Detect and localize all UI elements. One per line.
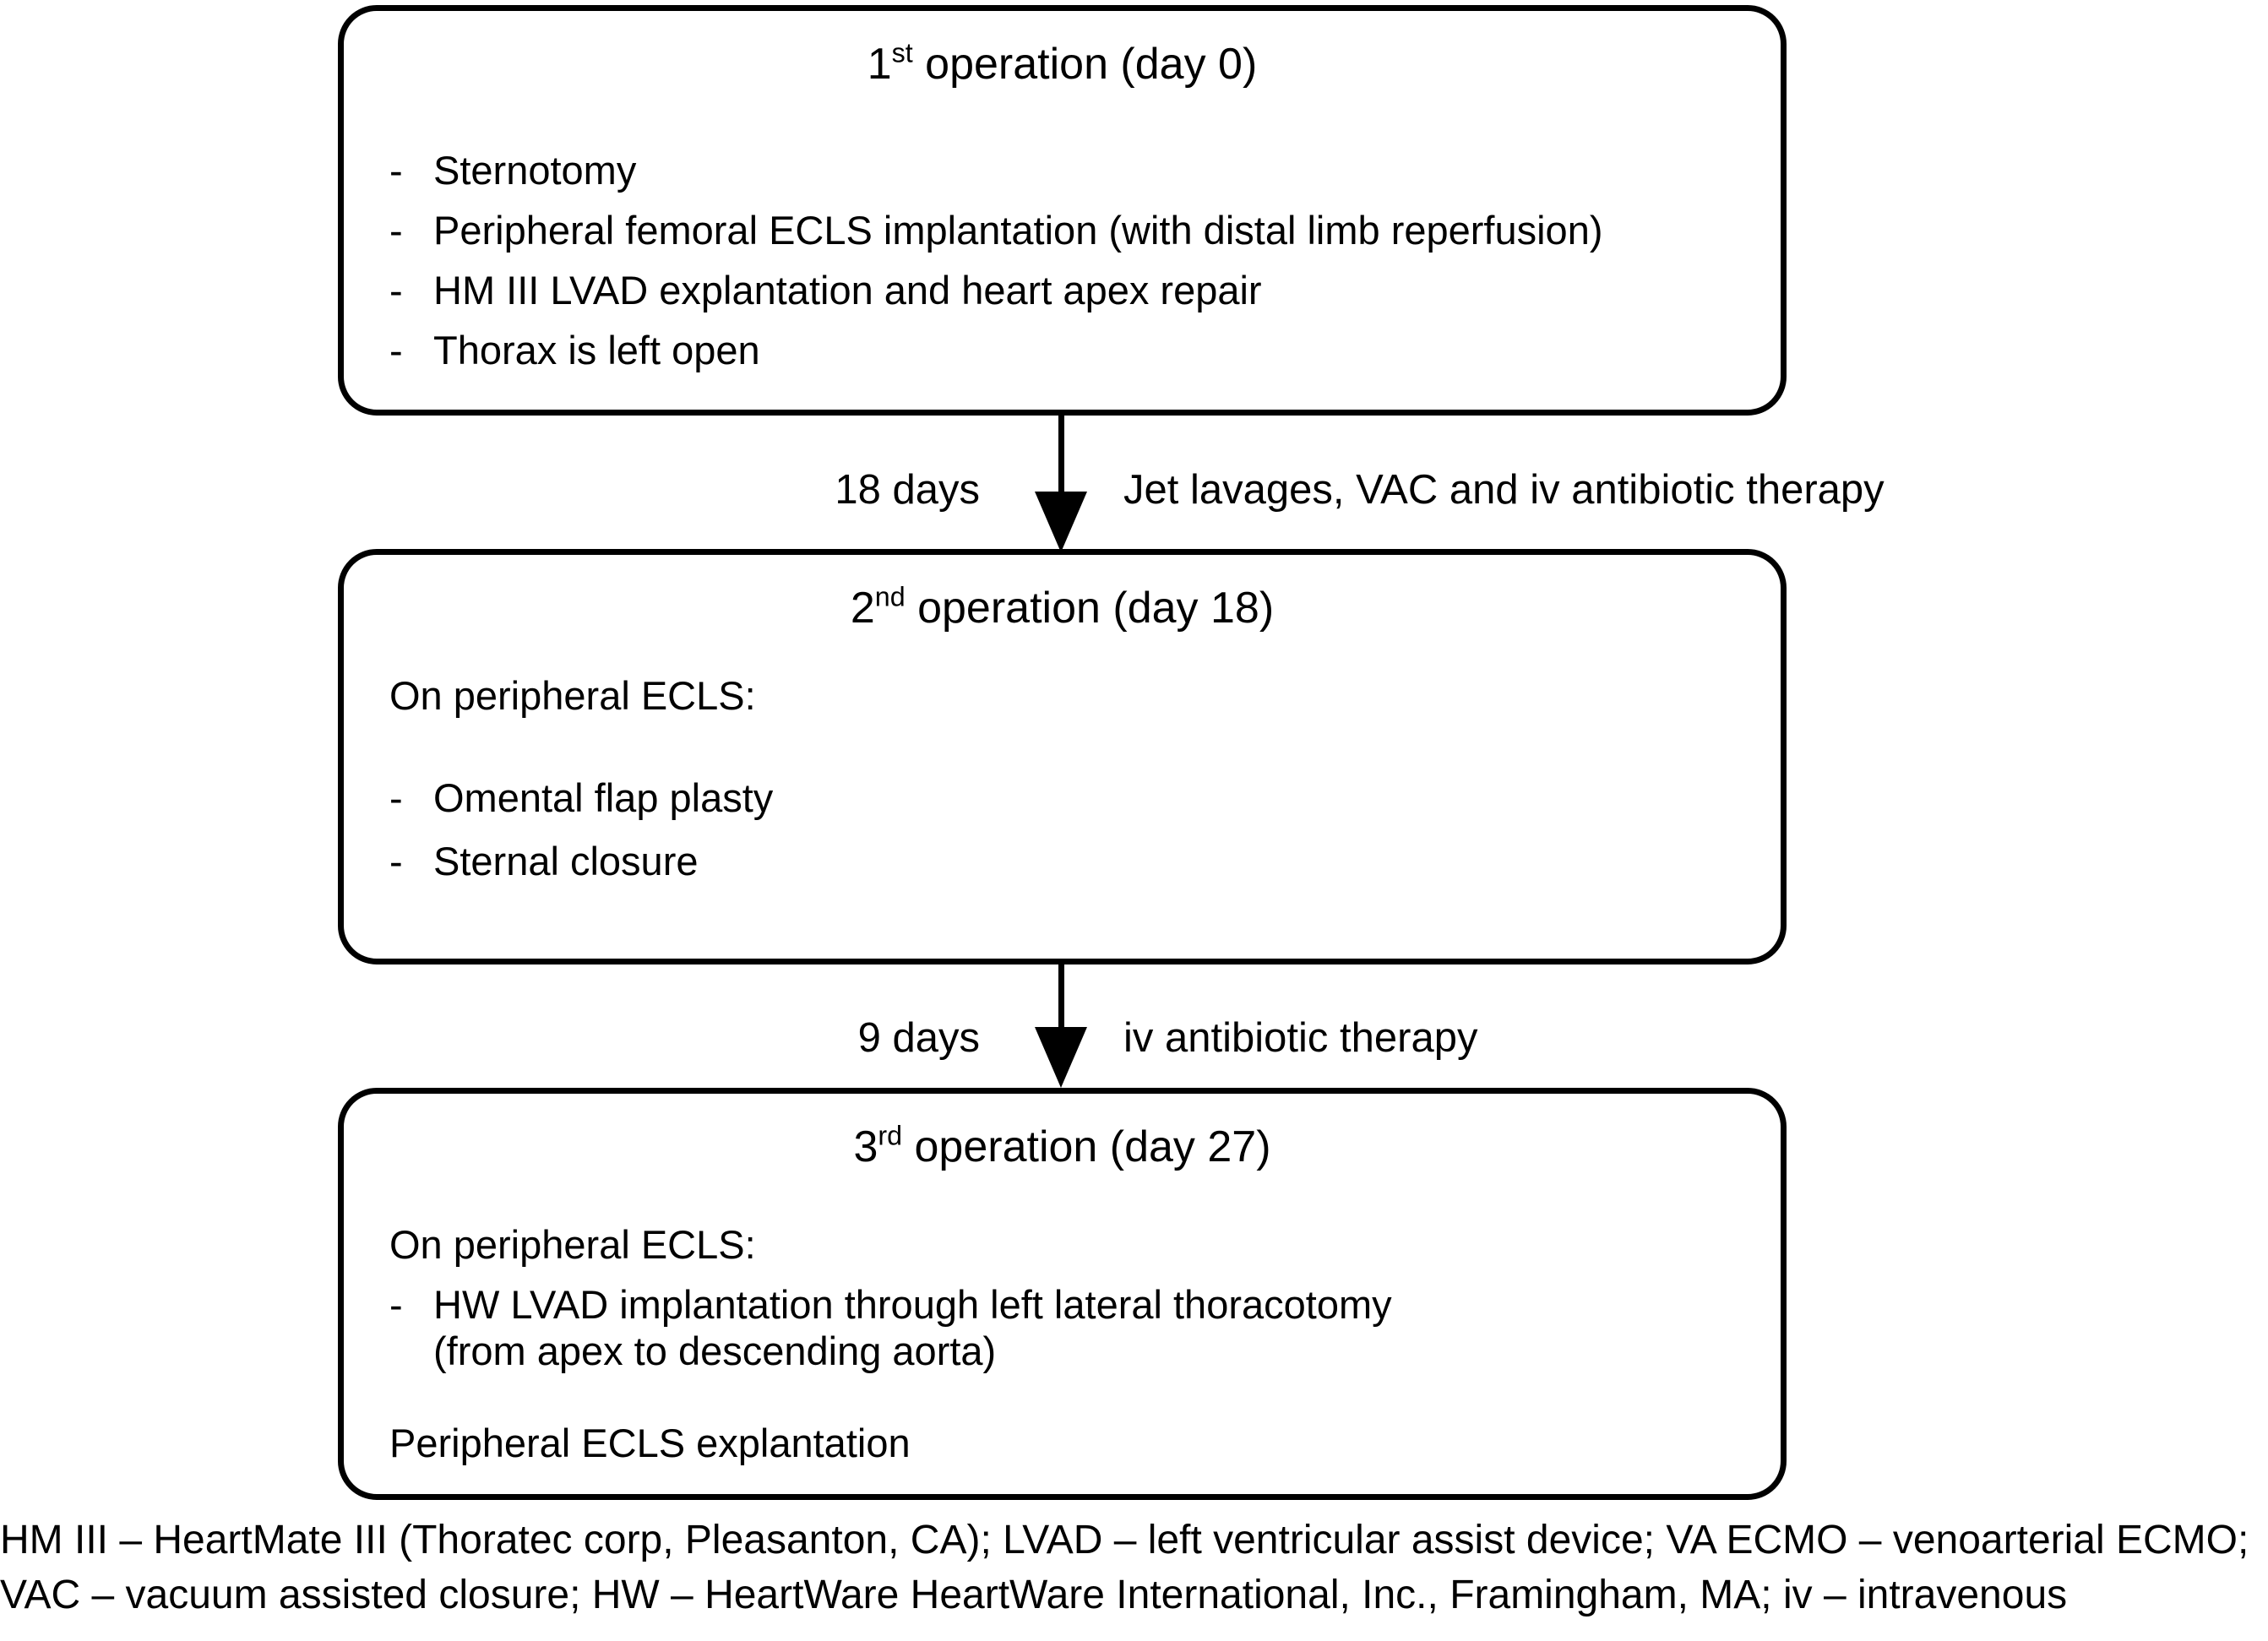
- operation-2-title-text: operation (day 18): [905, 584, 1275, 633]
- list-item-label: Omental flap plasty: [433, 774, 774, 820]
- list-item: -Thorax is left open: [389, 330, 1747, 370]
- operation-3-bullet-list: -HW LVAD implantation through left later…: [389, 1285, 1747, 1371]
- operation-1-bullet-list: -Sternotomy -Peripheral femoral ECLS imp…: [389, 150, 1747, 370]
- list-item-label: Thorax is left open: [433, 327, 760, 372]
- bullet-marker: -: [389, 267, 403, 312]
- list-item-label: HW LVAD implantation through left latera…: [433, 1281, 1392, 1327]
- list-item-label: Peripheral femoral ECLS implantation (wi…: [433, 207, 1603, 253]
- operation-1-title: 1st operation (day 0): [344, 37, 1781, 89]
- list-item-label: HM III LVAD explantation and heart apex …: [433, 267, 1262, 312]
- operation-box-3: 3rd operation (day 27) On peripheral ECL…: [338, 1088, 1787, 1500]
- operation-3-tail-line: Peripheral ECLS explantation: [389, 1420, 911, 1465]
- bullet-marker: -: [389, 1281, 403, 1327]
- list-item-label: Sternal closure: [433, 838, 699, 883]
- arrow-head-icon: [1035, 1027, 1087, 1088]
- connector-2-therapy-label: iv antibiotic therapy: [1123, 1015, 1478, 1061]
- list-item: -Sternotomy: [389, 150, 1747, 190]
- connector-1-duration-label: 18 days: [835, 467, 980, 513]
- operation-1-title-number: 1: [867, 40, 892, 89]
- operation-1-title-ordinal: st: [891, 37, 913, 68]
- arrow-shaft: [1058, 964, 1064, 1030]
- operation-2-title: 2nd operation (day 18): [344, 581, 1781, 633]
- operation-box-2: 2nd operation (day 18) On peripheral ECL…: [338, 549, 1787, 964]
- operation-3-title: 3rd operation (day 27): [344, 1120, 1781, 1171]
- arrow-head-icon: [1035, 492, 1087, 552]
- operation-3-title-text: operation (day 27): [902, 1122, 1271, 1171]
- footnote-line-1: HM III – HeartMate III (Thoratec corp, P…: [0, 1518, 2249, 1562]
- list-item: -Omental flap plasty: [389, 778, 1747, 818]
- bullet-marker: -: [389, 327, 403, 372]
- bullet-marker: -: [389, 838, 403, 883]
- list-item: -Peripheral femoral ECLS implantation (w…: [389, 210, 1747, 250]
- operation-2-title-ordinal: nd: [874, 581, 906, 612]
- operation-2-body: On peripheral ECLS: -Omental flap plasty…: [389, 676, 1747, 881]
- operation-2-intro-line: On peripheral ECLS:: [389, 672, 756, 718]
- operation-3-title-number: 3: [853, 1122, 878, 1171]
- connector-2-duration-label: 9 days: [857, 1015, 980, 1061]
- connector-arrow-2: [1035, 964, 1087, 1089]
- bullet-marker: -: [389, 147, 403, 193]
- abbreviations-footnote: HM III – HeartMate III (Thoratec corp, P…: [0, 1513, 2268, 1623]
- operation-3-intro-line: On peripheral ECLS:: [389, 1221, 756, 1267]
- footnote-line-2: VAC – vacuum assisted closure; HW – Hear…: [0, 1572, 2068, 1617]
- connector-arrow-1: [1035, 416, 1087, 552]
- bullet-marker: -: [389, 207, 403, 253]
- operation-1-body: -Sternotomy -Peripheral femoral ECLS imp…: [389, 150, 1747, 370]
- list-item: -HM III LVAD explantation and heart apex…: [389, 270, 1747, 310]
- list-item: -HW LVAD implantation through left later…: [389, 1285, 1747, 1371]
- arrow-shaft: [1058, 416, 1064, 493]
- operation-2-title-number: 2: [850, 584, 875, 633]
- bullet-marker: -: [389, 774, 403, 820]
- operation-1-title-text: operation (day 0): [912, 40, 1258, 89]
- list-item-continuation: (from apex to descending aorta): [433, 1328, 997, 1373]
- operation-2-bullet-list: -Omental flap plasty -Sternal closure: [389, 778, 1747, 881]
- connector-1-therapy-label: Jet lavages, VAC and iv antibiotic thera…: [1123, 467, 1885, 513]
- operation-3-body: On peripheral ECLS: -HW LVAD implantatio…: [389, 1225, 1747, 1463]
- operation-box-1: 1st operation (day 0) -Sternotomy -Perip…: [338, 5, 1787, 416]
- operation-3-title-ordinal: rd: [878, 1120, 903, 1151]
- list-item: -Sternal closure: [389, 841, 1747, 881]
- list-item-label: Sternotomy: [433, 147, 637, 193]
